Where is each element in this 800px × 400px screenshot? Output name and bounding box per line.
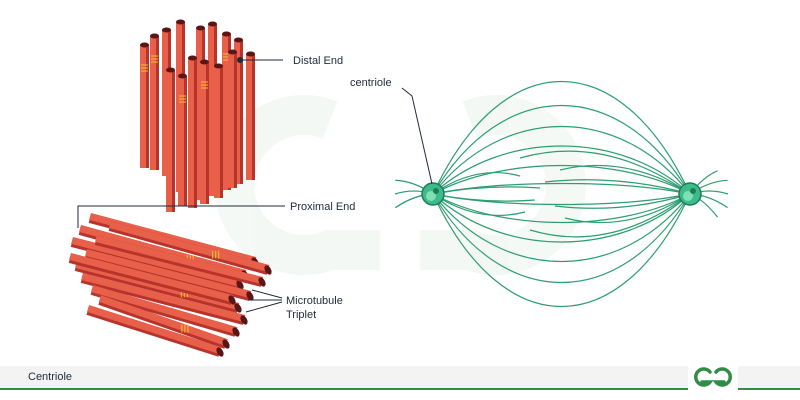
microtubule-tube <box>166 67 175 212</box>
kinetochore-fiber <box>529 193 691 238</box>
kinetochore-fiber <box>432 186 541 195</box>
label-distal-end: Distal End <box>293 55 343 67</box>
centriole-right <box>678 182 702 206</box>
centriole-leader <box>401 87 433 185</box>
microtubule-tube <box>150 33 159 170</box>
spindle-fiber <box>432 126 691 195</box>
geeksforgeeks-logo-icon <box>688 364 738 390</box>
microtubule-tube <box>68 253 236 305</box>
kinetochore-fiber <box>432 193 536 202</box>
spindle-fiber <box>432 80 691 195</box>
microtubule-tube <box>140 42 149 168</box>
spindle-fiber <box>432 193 691 262</box>
spindle-fibers <box>394 80 729 308</box>
microtubule-tube <box>228 49 237 188</box>
microtubule-tube <box>90 285 240 337</box>
microtubule-tube <box>188 55 197 208</box>
microtubule-tube <box>70 237 244 290</box>
footer-accent-line <box>0 388 800 390</box>
microtubule-tube <box>246 51 255 180</box>
microtubule-tube <box>200 59 209 204</box>
microtubule-tube <box>84 249 254 301</box>
footer-bar: Centriole <box>0 366 800 388</box>
kinetochore-fiber <box>559 164 691 195</box>
microtubule-tube <box>98 295 230 349</box>
kinetochore-fiber <box>564 193 691 224</box>
microtubule-tube <box>234 37 243 184</box>
centriole-left <box>421 182 445 206</box>
footer: Centriole <box>0 364 800 400</box>
label-microtubule: Microtubule <box>286 295 343 307</box>
spindle-fiber <box>432 104 691 195</box>
microtubule-tube <box>94 235 266 287</box>
microtubule-tube <box>214 63 223 198</box>
spindle-fiber <box>432 193 691 224</box>
microtubule-tube <box>108 221 272 275</box>
spindle-fiber <box>432 193 691 243</box>
microtubule-tube <box>80 273 248 325</box>
leader-lines <box>77 57 433 313</box>
proximal-end-leader <box>77 205 285 228</box>
spindle-fiber <box>432 164 691 195</box>
horizontal-microtubule-bundle <box>68 213 272 357</box>
spindle-fiber <box>432 193 691 308</box>
spindle-fiber <box>432 193 691 284</box>
spindle-fiber <box>432 145 691 195</box>
microtubule-leader-3 <box>251 289 283 299</box>
kinetochore-fiber <box>544 179 691 195</box>
microtubule-tube <box>86 305 224 357</box>
microtubule-tube <box>178 73 187 206</box>
label-proximal-end: Proximal End <box>290 201 355 213</box>
figure-caption: Centriole <box>28 371 73 383</box>
kinetochore-fiber <box>554 193 691 209</box>
kinetochore-fiber <box>519 150 691 195</box>
vertical-microtubule-bundle <box>140 19 255 212</box>
microtubule-leader-2 <box>245 301 283 313</box>
label-centriole: centriole <box>350 77 392 89</box>
label-triplet: Triplet <box>286 309 316 321</box>
